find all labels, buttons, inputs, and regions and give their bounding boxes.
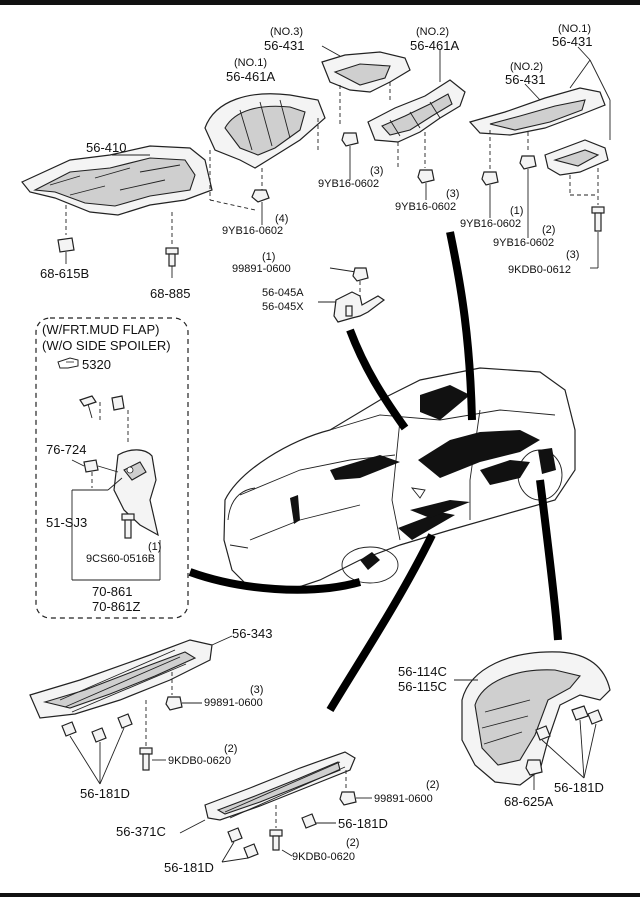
clip-top-right[interactable] <box>111 395 125 411</box>
label-56-431-no2: 56-431 <box>505 72 545 87</box>
bolt-9KDB0-0620-343[interactable] <box>139 747 153 771</box>
clip-76-724[interactable] <box>83 459 99 473</box>
insulator-56-431-no3[interactable] <box>321 51 411 93</box>
bottom-border <box>0 893 640 897</box>
label-qty-371-bolt: (2) <box>346 837 359 849</box>
insulator-56-461A-no2[interactable] <box>367 79 466 143</box>
label-9YB16-d: 9YB16-0602 <box>460 218 521 230</box>
undercover-56-343[interactable] <box>29 639 213 719</box>
label-qty-bracket-nut: (1) <box>262 251 275 263</box>
label-68-885: 68-885 <box>150 286 190 301</box>
label-56-371C: 56-371C <box>116 824 166 839</box>
label-qualifier-no1a: (NO.1) <box>558 23 591 35</box>
clips-56-181D-liner[interactable] <box>535 705 603 741</box>
label-qualifier-no3: (NO.3) <box>270 26 303 38</box>
label-9YB16-e: 9YB16-0602 <box>493 237 554 249</box>
label-qty-screw: (1) <box>148 541 161 553</box>
label-56-181D-371b: 56-181D <box>164 860 214 875</box>
label-qty-371-nut: (2) <box>426 779 439 791</box>
label-56-181D-liner: 56-181D <box>554 780 604 795</box>
insulator-56-431-no2[interactable] <box>468 87 606 136</box>
nut-9YB16-0602-d[interactable] <box>481 171 499 186</box>
label-56-114C: 56-114C <box>398 664 447 679</box>
bolt-9KDB0-0620-371[interactable] <box>269 829 283 851</box>
label-qualifier-no2a: (NO.2) <box>416 26 449 38</box>
label-qty-343-nut: (3) <box>250 684 263 696</box>
label-qty-e: (2) <box>542 224 555 236</box>
pointer-lines <box>188 231 562 713</box>
clips-56-181D-343[interactable] <box>61 713 133 743</box>
nut-68-625A[interactable] <box>525 759 543 776</box>
mudguard-56-114C[interactable] <box>461 651 611 786</box>
label-56-410: 56-410 <box>86 140 126 155</box>
nut-9YB16-0602-a[interactable] <box>251 189 270 203</box>
bracket-56-045A[interactable] <box>333 291 386 323</box>
label-qty-d: (1) <box>510 205 523 217</box>
nut-9YB16-0602-e[interactable] <box>519 155 537 170</box>
label-76-724: 76-724 <box>46 442 86 457</box>
label-wo-side-spoiler: (W/O SIDE SPOILER) <box>42 338 171 353</box>
label-qualifier-no1b: (NO.1) <box>234 57 267 69</box>
label-qty-a: (4) <box>275 213 288 225</box>
label-51-SJ3: 51-SJ3 <box>46 515 87 530</box>
label-56-461A-no2: 56-461A <box>410 38 459 53</box>
label-99891-0600-bracket: 99891-0600 <box>232 263 291 275</box>
nut-9YB16-0602-c[interactable] <box>417 169 435 184</box>
label-qty-c: (3) <box>446 188 459 200</box>
label-56-181D-371a: 56-181D <box>338 816 388 831</box>
label-56-343: 56-343 <box>232 626 272 641</box>
label-qty-343-bolt: (2) <box>224 743 237 755</box>
label-56-431-no3: 56-431 <box>264 38 304 53</box>
label-56-431-no1: 56-431 <box>552 34 592 49</box>
label-56-461A-no1: 56-461A <box>226 69 275 84</box>
undercover-56-371C[interactable] <box>204 751 356 821</box>
label-99891-0600-371: 99891-0600 <box>374 793 433 805</box>
label-9YB16-b: 9YB16-0602 <box>318 178 379 190</box>
nut-99891-0600-343[interactable] <box>165 696 183 711</box>
mudflap-box <box>35 317 189 619</box>
label-qualifier-no2b: (NO.2) <box>510 61 543 73</box>
label-56-181D-343: 56-181D <box>80 786 130 801</box>
vehicle-body <box>223 367 576 591</box>
label-9YB16-c: 9YB16-0602 <box>395 201 456 213</box>
label-qty-b: (3) <box>370 165 383 177</box>
bolt-9KDB0-0612[interactable] <box>591 206 605 232</box>
clip-56-181D-371a[interactable] <box>301 813 317 829</box>
clip-68-615B[interactable] <box>57 237 75 253</box>
label-w-frt-mud-flap: (W/FRT.MUD FLAP) <box>42 322 159 337</box>
label-9KDB0-0612: 9KDB0-0612 <box>508 264 571 276</box>
label-56-045X: 56-045X <box>262 301 304 313</box>
clip-68-885[interactable] <box>165 247 179 267</box>
insulator-56-431-no1[interactable] <box>544 139 609 176</box>
label-99891-0600-343: 99891-0600 <box>204 697 263 709</box>
label-56-115C: 56-115C <box>398 679 447 694</box>
insulator-56-461A-no1[interactable] <box>204 93 326 169</box>
nut-99891-0600-371[interactable] <box>339 791 357 806</box>
label-70-861: 70-861 <box>92 584 132 599</box>
label-56-045A: 56-045A <box>262 287 304 299</box>
nut-99891-0600-bracket[interactable] <box>352 267 369 282</box>
insulator-56-410[interactable] <box>21 145 213 216</box>
label-9KDB0-0620-371: 9KDB0-0620 <box>292 851 355 863</box>
clips-56-181D-371b[interactable] <box>227 827 259 859</box>
label-70-861Z: 70-861Z <box>92 599 140 614</box>
screw-top-left[interactable] <box>79 395 97 419</box>
label-68-615B: 68-615B <box>40 266 89 281</box>
top-border <box>0 0 640 5</box>
label-ref-5320: 5320 <box>82 357 111 372</box>
label-68-625A: 68-625A <box>504 794 553 809</box>
hand-pointer-icon <box>57 357 79 369</box>
mud-flap-70-861[interactable] <box>113 449 159 537</box>
label-qty-f: (3) <box>566 249 579 261</box>
label-9YB16-a: 9YB16-0602 <box>222 225 283 237</box>
nut-9YB16-0602-b[interactable] <box>341 132 359 147</box>
screw-9CS60-0516B[interactable] <box>121 513 135 539</box>
label-9CS60-0516B: 9CS60-0516B <box>86 553 155 565</box>
label-9KDB0-0620-343: 9KDB0-0620 <box>168 755 231 767</box>
